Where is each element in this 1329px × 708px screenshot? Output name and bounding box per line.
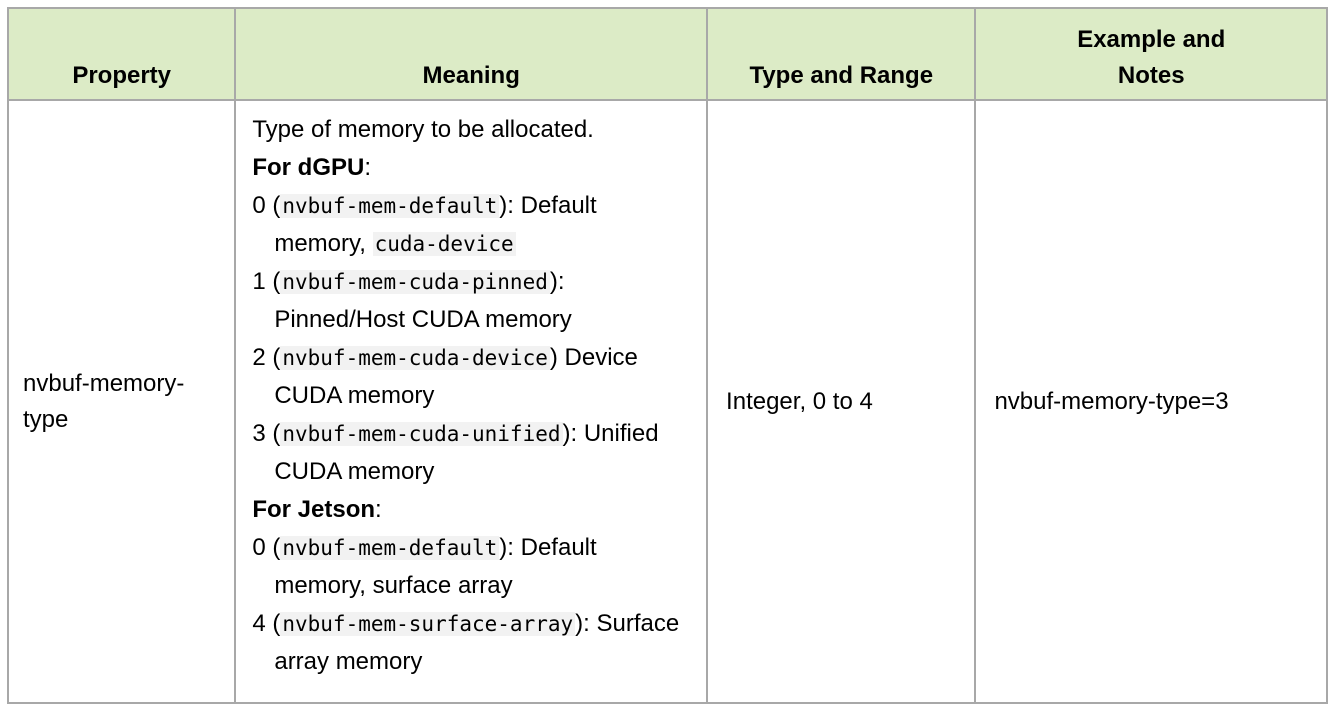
dgpu-option-0: 0 (nvbuf-mem-default): Default memory, c… (252, 192, 597, 257)
dgpu-options-list: 0 (nvbuf-mem-default): Default memory, c… (252, 187, 690, 491)
type-range-cell: Integer, 0 to 4 (706, 99, 977, 704)
jetson-heading: For Jetson (252, 496, 376, 523)
dgpu-heading: For dGPU (252, 154, 365, 181)
property-cell: nvbuf-memory-type (6, 99, 237, 704)
option-code: nvbuf-mem-surface-array (280, 612, 576, 636)
example-cell: nvbuf-memory-type=3 (974, 99, 1328, 704)
header-meaning: Meaning (234, 7, 709, 101)
property-table: Property Meaning Type and Range Example … (6, 7, 1328, 704)
jetson-options-list: 0 (nvbuf-mem-default): Default memory, s… (252, 529, 690, 681)
option-code: nvbuf-mem-cuda-device (280, 346, 550, 370)
dgpu-option-3: 3 (nvbuf-mem-cuda-unified): Unified CUDA… (252, 420, 659, 485)
header-property: Property (6, 7, 237, 101)
header-row: Property Meaning Type and Range Example … (6, 7, 1328, 101)
option-code: nvbuf-mem-default (280, 194, 500, 218)
example-value: nvbuf-memory-type=3 (994, 387, 1229, 415)
option-code: nvbuf-mem-cuda-pinned (280, 270, 550, 294)
dgpu-heading-line: For dGPU: (252, 154, 372, 181)
header-type-range: Type and Range (706, 7, 977, 101)
type-range-value: Integer, 0 to 4 (726, 387, 873, 415)
meaning-intro: Type of memory to be allocated. (252, 116, 594, 143)
dgpu-option-1: 1 (nvbuf-mem-cuda-pinned): Pinned/Host C… (252, 268, 572, 333)
dgpu-option-2: 2 (nvbuf-mem-cuda-device) Device CUDA me… (252, 344, 638, 409)
jetson-option-0: 0 (nvbuf-mem-default): Default memory, s… (252, 534, 597, 599)
table-row: nvbuf-memory-type Type of memory to be a… (6, 99, 1328, 704)
meaning-cell: Type of memory to be allocated. For dGPU… (234, 99, 709, 704)
jetson-option-4: 4 (nvbuf-mem-surface-array): Surface arr… (252, 610, 680, 675)
jetson-heading-line: For Jetson: (252, 496, 382, 523)
property-name: nvbuf-memory-type (23, 369, 185, 433)
option-code: nvbuf-mem-cuda-unified (280, 422, 563, 446)
option-code: nvbuf-mem-default (280, 536, 500, 560)
option-code: cuda-device (372, 232, 516, 256)
